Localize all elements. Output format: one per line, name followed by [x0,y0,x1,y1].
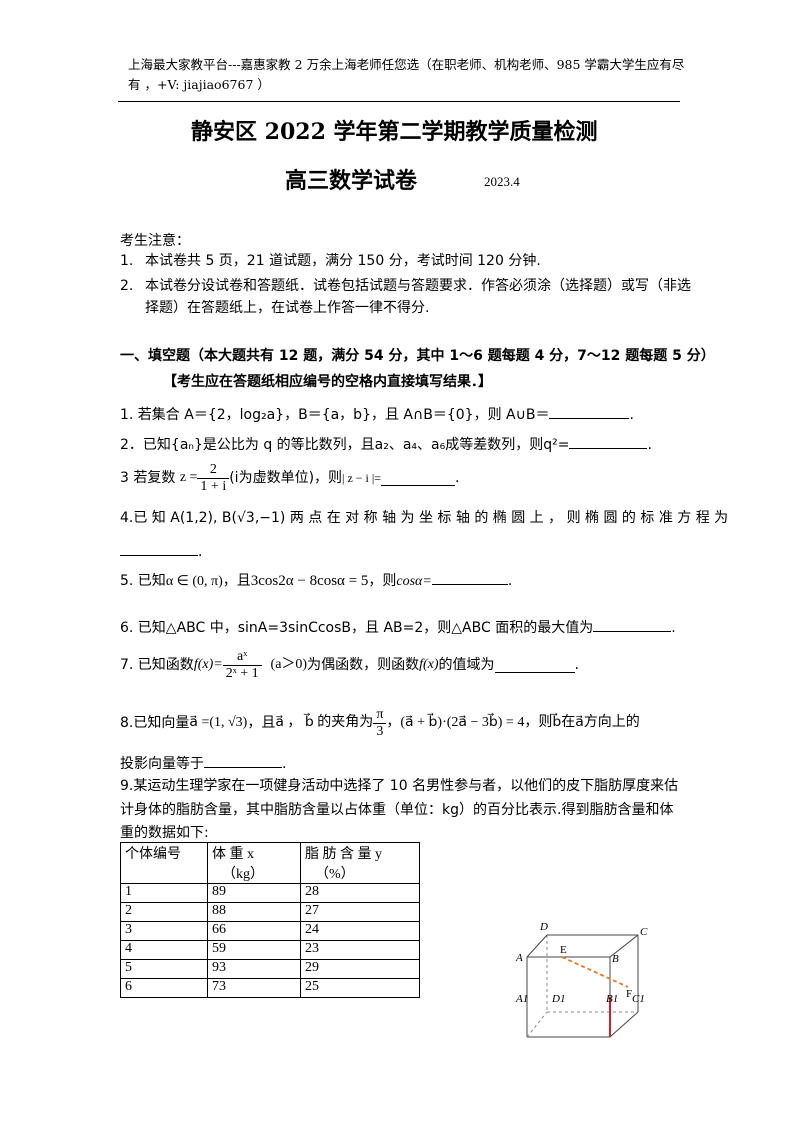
section-1-instruction: 【考生应在答题纸相应编号的空格内直接填写结果．】 [163,374,492,390]
answer-blank-2[interactable] [569,434,648,449]
section-1-heading: 一、填空题（本大题共有 12 题，满分 54 分，其中 1～6 题每题 4 分，… [120,348,715,364]
edge-bottom-left [526,1011,548,1038]
question-5: 5. 已知α ∈ (0, π)，且3cos2α − 8cosα = 5，则cos… [120,570,512,592]
answer-blank-6[interactable] [593,617,672,632]
notice-item-2-line-2: 择题）在答题纸上，在试卷上作答一律不得分. [145,300,430,316]
edge-BC [609,934,639,958]
label-C1: C1 [632,993,645,1005]
question-9-line-1: 9.某运动生理学家在一项健身活动中选择了 10 名男性参与者，以他们的皮下脂肪厚… [120,778,679,794]
notice-heading: 考生注意： [120,233,190,249]
question-9-line-2: 计身体的脂肪含量，其中脂肪含量以占体重（单位：kg）的百分比表示.得到脂肪含量和… [120,802,674,818]
label-C: C [640,926,648,938]
exam-subtitle: 高三数学试卷 [285,168,418,194]
question-4-line-1: 4.已 知 A(1,2), B(√3,−1) 两 点 在 对 称 轴 为 坐 标… [120,510,729,526]
notice-item-2-num: 2. [120,278,134,294]
question-8-line-2: 投影向量等于. [120,753,286,774]
label-A1: A1 [515,993,528,1005]
label-D: D [539,921,548,933]
label-A: A [515,952,523,964]
label-F: F [626,988,632,1000]
question-6: 6. 已知△ABC 中，sinA=3sinCcosB，且 AB=2，则△ABC … [120,617,676,638]
notice-item-2-line-1: 本试卷分设试卷和答题纸．试卷包括试题与答题要求．作答必须涂（选择题）或写（非选 [145,278,691,294]
table-header-weight: 体 重 x（kg） [207,842,301,884]
edge-bottom-right [609,1011,639,1038]
site-header: 上海最大家教平台---嘉惠家教 2 万余上海老师任您选（在职老师、机构老师、98… [128,55,688,95]
question-2-text: 2．已知{aₙ}是公比为 q 的等比数列，且a₂、a₄、a₆成等差数列，则q²= [120,437,570,453]
question-6-text: 6. 已知△ABC 中，sinA=3sinCcosB，且 AB=2，则△ABC … [120,620,594,636]
header-line-1: 上海最大家教平台---嘉惠家教 2 万余上海老师任您选（在职老师、机构老师、98… [128,57,685,72]
cube-diagram: D C A E B F A1 D1 B1 C1 [515,921,648,1038]
label-B: B [612,953,619,965]
label-E: E [560,944,567,956]
edge-AD [526,934,548,958]
question-1-text: 1. 若集合 A＝{2，log₂a}，B＝{a，b}，且 A∩B＝{0}，则 A… [120,407,550,423]
header-rule [118,101,680,102]
answer-blank-7[interactable] [494,658,575,673]
notice-item-1-num: 1. [120,253,134,269]
exam-date: 2023.4 [484,174,520,189]
answer-blank-1[interactable] [549,404,630,419]
answer-blank-5[interactable] [431,570,508,585]
answer-blank-8[interactable] [204,753,282,768]
question-1: 1. 若集合 A＝{2，log₂a}，B＝{a，b}，且 A∩B＝{0}，则 A… [120,404,634,425]
table-header-id: 个体编号 [120,842,208,884]
question-4-line-2: . [120,541,202,562]
header-line-2: 有 ，+V: jiajiao6767 ） [128,77,270,92]
answer-blank-3[interactable] [381,471,456,486]
question-9-line-3: 重的数据如下: [120,825,209,841]
table-header-fat: 脂 肪 含 量 y（%） [300,842,420,884]
answer-blank-4[interactable] [120,541,198,556]
exam-title: 静安区 2022 学年第二学期教学质量检测 [191,119,598,145]
question-2: 2．已知{aₙ}是公比为 q 的等比数列，且a₂、a₄、a₆成等差数列，则q²=… [120,434,652,455]
label-B1: B1 [606,993,618,1005]
label-D1: D1 [551,993,565,1005]
segment-EF [561,956,629,988]
notice-item-1: 本试卷共 5 页，21 道试题，满分 150 分，考试时间 120 分钟. [145,253,541,269]
table-header-row: 个体编号 体 重 x（kg） 脂 肪 含 量 y（%） [120,842,420,884]
